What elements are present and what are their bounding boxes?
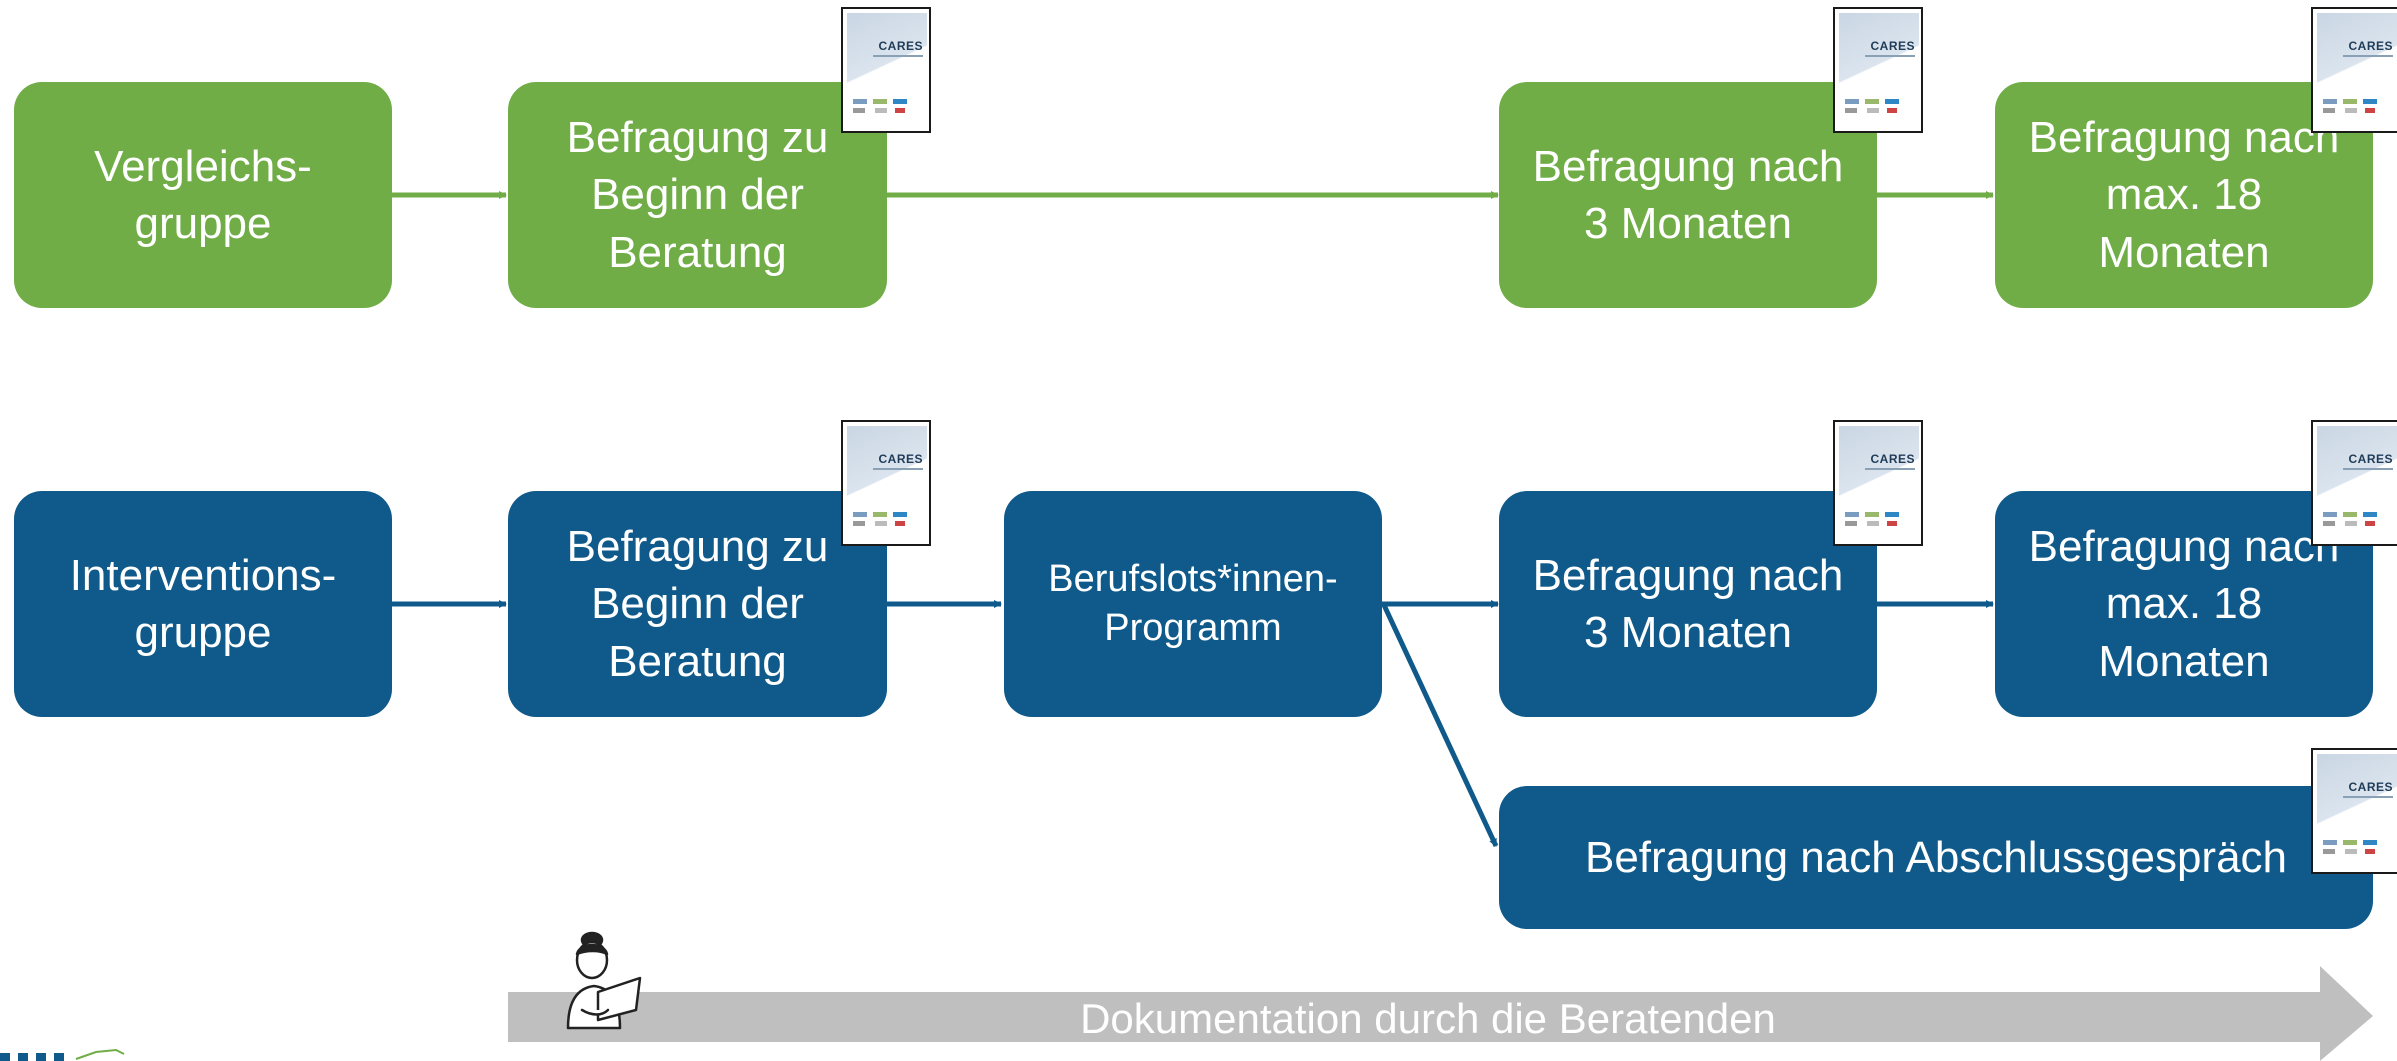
questionnaire-document-icon: CARES [1833,420,1923,546]
organization-logo-icon [0,1048,125,1061]
questionnaire-document-icon: CARES [2311,7,2397,133]
questionnaire-document-icon: CARES [2311,420,2397,546]
intervention-step-baseline: Befragung zu Beginn der Beratung [508,491,887,717]
comparison-step-3-months: Befragung nach 3 Monaten [1499,82,1877,308]
arrow-intervention-branch [1381,603,1499,848]
intervention-step-final-interview: Befragung nach Abschlussgespräch [1499,786,2373,929]
comparison-step-baseline: Befragung zu Beginn der Beratung [508,82,887,308]
comparison-step-18-months: Befragung nach max. 18 Monaten [1995,82,2373,308]
timeline-label: Dokumentation durch die Beratenden [1080,995,1776,1042]
intervention-group-box: Interventions- gruppe [14,491,392,717]
intervention-step-3-months: Befragung nach 3 Monaten [1499,491,1877,717]
person-with-laptop-icon [566,931,642,1030]
comparison-group-box: Vergleichs- gruppe [14,82,392,308]
intervention-step-program: Berufslots*innen- Programm [1004,491,1382,717]
questionnaire-document-icon: CARES [2311,748,2397,874]
intervention-step-18-months: Befragung nach max. 18 Monaten [1995,491,2373,717]
questionnaire-document-icon: CARES [841,7,931,133]
questionnaire-document-icon: CARES [1833,7,1923,133]
questionnaire-document-icon: CARES [841,420,931,546]
timeline-arrow [508,966,2373,1061]
